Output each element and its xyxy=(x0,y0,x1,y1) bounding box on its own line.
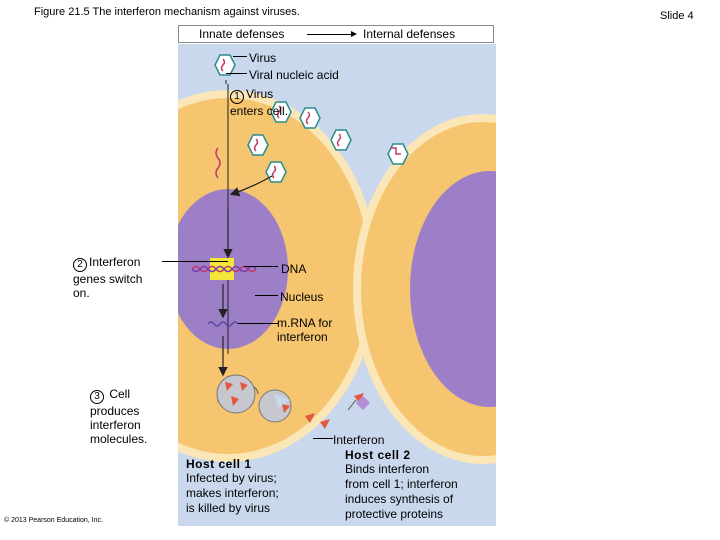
leader-line-nucleus xyxy=(255,295,278,296)
copyright-notice: © 2013 Pearson Education, Inc. xyxy=(4,517,103,524)
defense-category-banner: Innate defenses Internal defenses xyxy=(178,25,494,43)
interferon-molecule xyxy=(320,419,330,429)
viral-nucleic-acid-strand xyxy=(215,147,221,179)
step-1-number: 1 xyxy=(230,90,244,104)
leader-line-virus xyxy=(233,56,247,57)
virus-particle-4 xyxy=(247,134,269,156)
virus-particle-1 xyxy=(214,54,236,76)
virus-particle-6 xyxy=(387,143,409,165)
leader-line-mrna xyxy=(238,323,278,324)
interferon-molecule xyxy=(282,404,290,413)
slide-number: Slide 4 xyxy=(660,10,694,22)
innate-defenses-label: Innate defenses xyxy=(199,27,285,41)
leader-line-interferon xyxy=(313,438,333,439)
host-cell-1-title: Host cell 1 xyxy=(186,457,252,471)
interferon-receptor xyxy=(355,395,371,411)
virus-particle-3 xyxy=(330,129,352,151)
virus-particle-7 xyxy=(270,101,292,123)
interferon-molecule xyxy=(231,396,239,406)
virus-particle-5 xyxy=(265,161,287,183)
interferon-label: Interferon xyxy=(333,433,385,447)
interferon-gene-highlight xyxy=(210,258,234,280)
dna-label: DNA xyxy=(281,262,307,276)
viral-nucleic-acid-label: Viral nucleic acid xyxy=(249,68,339,82)
step-3-label: 3 Cell produces interferon molecules. xyxy=(90,387,148,446)
host-cell-2-title: Host cell 2 xyxy=(345,448,411,462)
host-cell-1-caption: Host cell 1 Infected by virus; makes int… xyxy=(186,457,318,516)
leader-line-dna xyxy=(244,266,278,267)
secretory-vesicle-1 xyxy=(216,374,256,414)
host-cell-2-nucleus xyxy=(410,171,496,407)
nucleus-label: Nucleus xyxy=(280,290,324,304)
interferon-molecule xyxy=(240,382,248,391)
virus-particle-2 xyxy=(299,107,321,129)
virus-label: Virus xyxy=(249,51,277,65)
interferon-molecule xyxy=(225,382,233,391)
host-cell-2-caption: Host cell 2 Binds interferon from cell 1… xyxy=(345,448,495,522)
leader-line-interferon-genes xyxy=(162,261,228,262)
leader-line-nucleic-acid xyxy=(226,73,247,74)
mrna-label: m.RNA for interferon xyxy=(277,316,333,344)
banner-arrow-icon xyxy=(351,31,357,37)
banner-arrow-line xyxy=(307,34,351,35)
mrna-strand xyxy=(207,321,239,327)
interferon-molecule xyxy=(305,413,315,423)
step-3-number: 3 xyxy=(90,390,104,404)
cell-diagram xyxy=(178,44,496,526)
interferon-molecule xyxy=(354,393,364,403)
entry-arrow xyxy=(229,175,273,197)
internal-defenses-label: Internal defenses xyxy=(363,27,456,41)
step-2-number: 2 xyxy=(73,258,87,272)
figure-title: Figure 21.5 The interferon mechanism aga… xyxy=(34,6,300,18)
